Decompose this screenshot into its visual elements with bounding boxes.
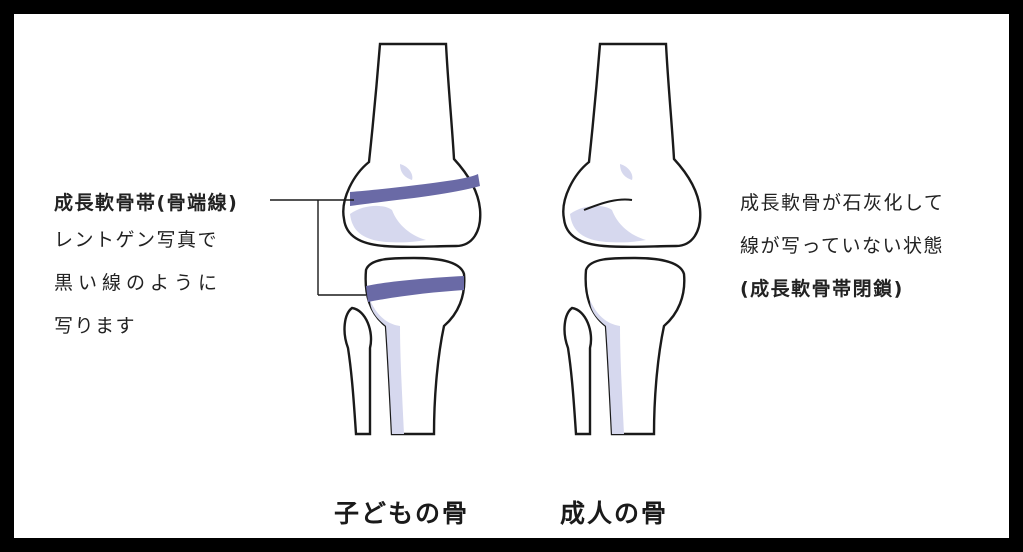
right-annotation-line-1: 成長軟骨が石灰化して [740, 188, 944, 215]
adult-bone-caption: 成人の骨 [560, 494, 668, 530]
adult-knee [563, 44, 700, 434]
left-annotation-line-1: レントゲン写真で [54, 225, 218, 252]
growth-plate-label: 成長軟骨帯(骨端線) [54, 188, 238, 215]
left-annotation-line-2: 黒い線のように [54, 268, 222, 295]
growth-plate-closure-label: (成長軟骨帯閉鎖) [740, 274, 904, 301]
adult-tibia [586, 258, 685, 434]
adult-fibula [565, 308, 592, 434]
figure-canvas: 成長軟骨帯(骨端線) レントゲン写真で 黒い線のように 写ります 成長軟骨が石灰… [14, 14, 1009, 538]
right-annotation-line-2: 線が写っていない状態 [740, 231, 944, 258]
child-fibula [345, 308, 372, 434]
child-knee [343, 44, 480, 434]
child-bone-caption: 子どもの骨 [334, 494, 469, 530]
left-annotation-line-3: 写ります [54, 311, 136, 338]
